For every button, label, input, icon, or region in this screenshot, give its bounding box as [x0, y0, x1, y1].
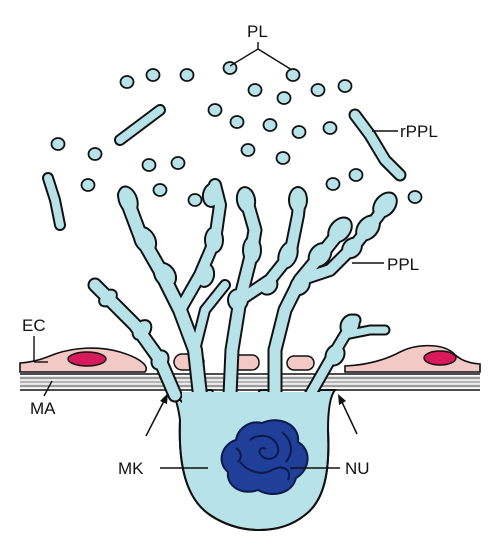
endothelial-nucleus-left: [67, 351, 107, 367]
platelet: [145, 68, 161, 82]
platelet: [179, 68, 195, 82]
released-proplatelet: [350, 110, 405, 180]
platelet: [310, 83, 326, 97]
labels: PL rPPL PPL EC MA MK NU: [22, 22, 438, 478]
platelet: [80, 178, 96, 192]
platelet: [50, 137, 66, 151]
platelet: [322, 121, 338, 135]
proplatelet-bead: [329, 218, 351, 242]
arrow-left: [145, 393, 168, 437]
proplatelet-branch: [119, 189, 206, 401]
megakaryocyte-outline: [178, 419, 330, 531]
platelet: [407, 190, 423, 204]
proplatelet-bead: [291, 275, 309, 295]
platelet: [141, 158, 157, 172]
proplatelet-bead: [290, 188, 306, 212]
platelet: [229, 115, 245, 129]
platelet: [207, 103, 223, 117]
proplatelet-bead: [152, 351, 168, 369]
label-nu: NU: [345, 459, 370, 478]
platelet: [348, 168, 364, 182]
proplatelet-bead: [343, 238, 361, 258]
proplatelet-bead: [206, 228, 222, 252]
proplatelet-bead: [100, 290, 116, 306]
label-mk: MK: [118, 459, 144, 478]
platelet: [187, 193, 203, 207]
proplatelet-bead: [134, 227, 156, 253]
label-rppl: rPPL: [400, 122, 438, 141]
platelets: [42, 61, 423, 231]
proplatelet-branch: [269, 219, 351, 401]
proplatelet-branch: [341, 326, 389, 339]
platelet: [247, 83, 263, 97]
proplatelet-branch: [224, 189, 261, 401]
platelet: [276, 91, 292, 105]
platelet: [170, 156, 186, 170]
proplatelet-bead: [196, 264, 214, 286]
platelet: [222, 61, 238, 75]
proplatelet-bead: [374, 193, 396, 217]
platelet: [262, 118, 278, 132]
nucleus: [220, 419, 309, 495]
platelet: [87, 147, 103, 161]
proplatelet-bead: [357, 216, 379, 240]
endothelial-cell-right: [344, 344, 481, 373]
released-proplatelet: [116, 106, 164, 144]
proplatelet-bead: [203, 184, 221, 206]
label-ma: MA: [30, 399, 56, 418]
proplatelet-bead: [309, 244, 331, 266]
label-ec: EC: [22, 316, 46, 335]
platelet: [119, 75, 135, 89]
platelet: [325, 177, 341, 191]
endothelial-segment: [286, 355, 315, 371]
proplatelet-bead: [279, 242, 297, 268]
label-ppl: PPL: [387, 255, 419, 274]
proplatelet-bead: [244, 237, 260, 263]
matrix-layer: [20, 373, 480, 391]
platelet: [240, 143, 256, 157]
proplatelet-bead: [229, 290, 247, 310]
endothelial-nucleus-right: [423, 350, 457, 366]
platelet: [285, 68, 301, 82]
platelet: [152, 183, 168, 197]
proplatelet-branch: [191, 281, 229, 354]
proplatelet-bead: [326, 345, 344, 365]
proplatelet-bead: [259, 276, 277, 294]
proplatelet-bead: [341, 315, 359, 335]
platelet: [291, 125, 307, 139]
label-pl: PL: [247, 22, 268, 41]
platelet: [337, 79, 353, 93]
proplatelet-bead: [119, 187, 137, 213]
platelet: [275, 151, 291, 165]
released-proplatelet: [44, 174, 64, 229]
proplatelet-bead: [133, 321, 151, 339]
arrow-right: [338, 394, 358, 435]
megakaryocyte: [87, 178, 398, 531]
leader-lines: [33, 42, 398, 469]
proplatelet-bead: [237, 188, 255, 212]
endothelial-layer: [19, 344, 481, 373]
proplatelet-bead: [154, 263, 176, 287]
